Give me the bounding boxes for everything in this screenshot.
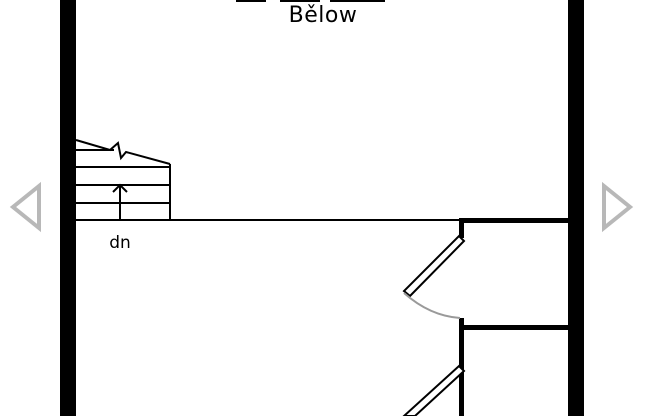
prev-button[interactable] — [9, 181, 41, 233]
outer-wall-left — [60, 0, 76, 416]
staircase — [75, 139, 171, 220]
stair-break-line — [75, 139, 171, 165]
inner-room-walls — [459, 218, 568, 416]
triangle-right-outline-icon — [602, 181, 634, 233]
stair-direction-arrow — [112, 183, 128, 220]
next-button[interactable] — [602, 181, 634, 233]
door-swing-arc — [403, 292, 461, 319]
outer-wall-right — [568, 0, 584, 416]
stair-direction-label: dn — [109, 233, 131, 253]
triangle-left-outline-icon — [9, 181, 41, 233]
door-lower — [402, 364, 466, 416]
room-label: Bělow — [289, 3, 358, 28]
cropped-text-remnant — [236, 0, 385, 2]
door-upper — [402, 234, 466, 319]
